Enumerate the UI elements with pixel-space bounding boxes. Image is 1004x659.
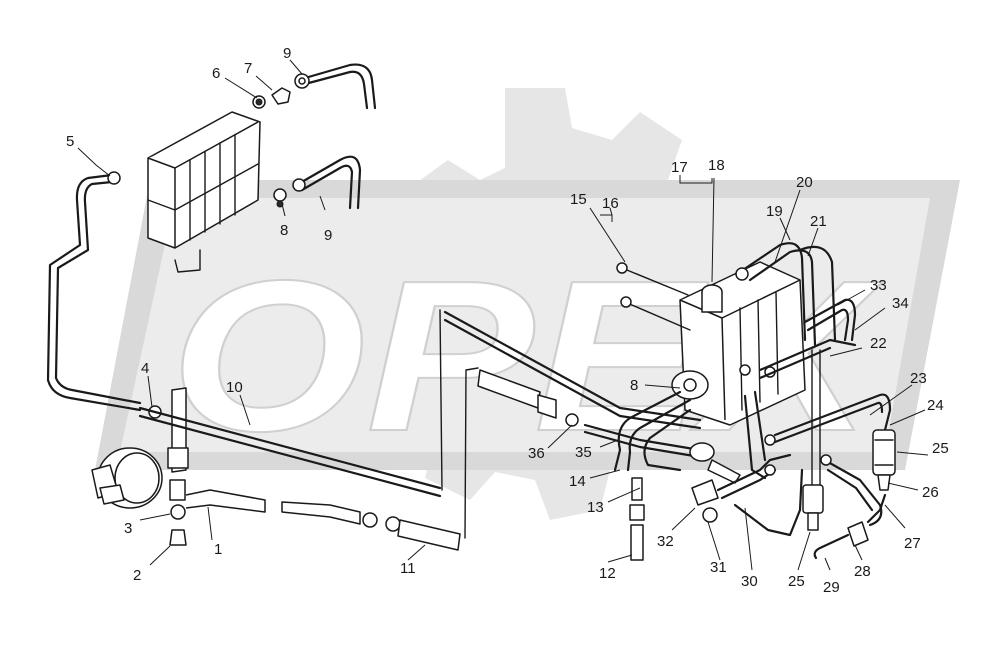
callout-29: 29: [823, 579, 840, 596]
control-unit: [147, 111, 261, 273]
callout-11: 11: [400, 560, 416, 577]
pipes-23-29: [773, 393, 896, 560]
callout-13: 13: [587, 499, 604, 516]
callout-23: 23: [910, 370, 927, 387]
callout-8-valve: 8: [630, 377, 638, 394]
callout-15: 15: [570, 191, 587, 208]
pipe-10: [138, 309, 443, 498]
callout-12: 12: [599, 565, 616, 582]
pipe-5: [46, 171, 142, 412]
callout-24: 24: [927, 397, 944, 414]
callout-16: 16: [602, 195, 619, 212]
callout-14: 14: [569, 473, 586, 490]
pipes-14: [613, 390, 692, 472]
pump-assembly: [91, 387, 266, 546]
callout-21: 21: [810, 213, 827, 230]
callout-1: 1: [214, 541, 222, 558]
callout-4: 4: [141, 360, 149, 377]
callout-22: 22: [870, 335, 887, 352]
callout-25-bottom: 25: [788, 573, 805, 590]
callout-25-right: 25: [932, 440, 949, 457]
callout-32: 32: [657, 533, 674, 550]
item-12-13: [629, 442, 741, 561]
callout-9-lower: 9: [324, 227, 332, 244]
callout-27: 27: [904, 535, 921, 552]
pipes-30-32: [691, 349, 824, 537]
callout-18: 18: [708, 157, 725, 174]
callout-5: 5: [66, 133, 74, 150]
callout-7: 7: [244, 60, 252, 77]
callout-3: 3: [124, 520, 132, 537]
leader-lines: [77, 59, 929, 571]
hose-9-lower: [273, 155, 362, 210]
callout-9-top: 9: [283, 45, 291, 62]
callout-33: 33: [870, 277, 887, 294]
callout-10: 10: [226, 379, 243, 396]
callout-8-top: 8: [280, 222, 288, 239]
callout-19: 19: [766, 203, 783, 220]
callout-35: 35: [575, 444, 592, 461]
callout-30: 30: [741, 573, 758, 590]
callout-20: 20: [796, 174, 813, 191]
callout-31: 31: [710, 559, 727, 576]
callout-17: 17: [671, 159, 688, 176]
callout-34: 34: [892, 295, 909, 312]
callout-26: 26: [922, 484, 939, 501]
pipes-15-21: [616, 242, 837, 347]
callout-2: 2: [133, 567, 141, 584]
pipes-33-34-22: [758, 298, 857, 380]
callout-labels: 1 2 3 4 5 6 7 8 8 9 9 10 11 12 13 14 15 …: [66, 45, 949, 596]
hose-9-top: [252, 63, 377, 110]
pipe-36-35: [443, 310, 702, 459]
callout-6: 6: [212, 65, 220, 82]
valve-block: [671, 261, 806, 426]
callout-36: 36: [528, 445, 545, 462]
callout-28: 28: [854, 563, 871, 580]
pipe-11: [281, 367, 479, 551]
